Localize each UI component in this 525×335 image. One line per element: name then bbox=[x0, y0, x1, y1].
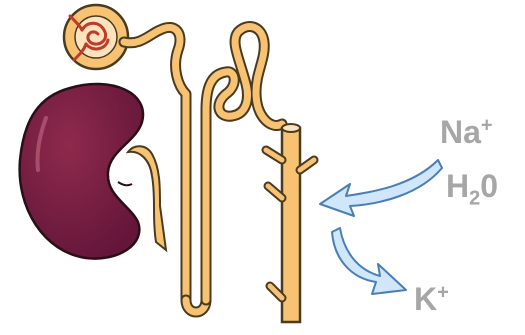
sodium-label: Na+ bbox=[440, 116, 493, 148]
sodium-symbol: Na bbox=[440, 114, 481, 150]
potassium-symbol: K bbox=[414, 281, 437, 317]
kidney-icon bbox=[20, 84, 166, 259]
potassium-charge: + bbox=[437, 281, 449, 303]
water-symbol: H bbox=[446, 168, 469, 204]
arrow-in-icon bbox=[320, 160, 442, 216]
water-label: H20 bbox=[446, 170, 498, 202]
potassium-label: K+ bbox=[414, 283, 449, 315]
water-subscript: 2 bbox=[469, 187, 480, 209]
sodium-charge: + bbox=[481, 114, 493, 136]
arrow-out-icon bbox=[332, 228, 406, 294]
water-tail: 0 bbox=[480, 168, 498, 204]
